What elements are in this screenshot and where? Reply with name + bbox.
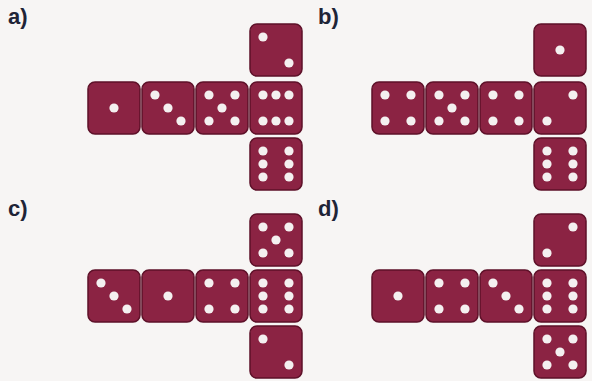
- die-face: [426, 270, 478, 322]
- net-label: d): [318, 198, 339, 220]
- die-face: [250, 24, 302, 76]
- die-face: [88, 270, 140, 322]
- die-face: [250, 326, 302, 378]
- die-face: [142, 82, 194, 134]
- die-face: [372, 270, 424, 322]
- die-face: [534, 82, 586, 134]
- die-face: [250, 214, 302, 266]
- net-label: a): [8, 6, 28, 28]
- die-face: [426, 82, 478, 134]
- die-face: [250, 138, 302, 190]
- die-face: [480, 270, 532, 322]
- die-face: [534, 270, 586, 322]
- die-face: [534, 138, 586, 190]
- die-face: [480, 82, 532, 134]
- die-face: [372, 82, 424, 134]
- net-label: b): [318, 6, 339, 28]
- die-face: [534, 24, 586, 76]
- die-face: [534, 214, 586, 266]
- die-face: [142, 270, 194, 322]
- die-face: [250, 270, 302, 322]
- die-face: [196, 270, 248, 322]
- die-face: [250, 82, 302, 134]
- die-face: [534, 326, 586, 378]
- net-label: c): [8, 198, 28, 220]
- die-face: [88, 82, 140, 134]
- die-face: [196, 82, 248, 134]
